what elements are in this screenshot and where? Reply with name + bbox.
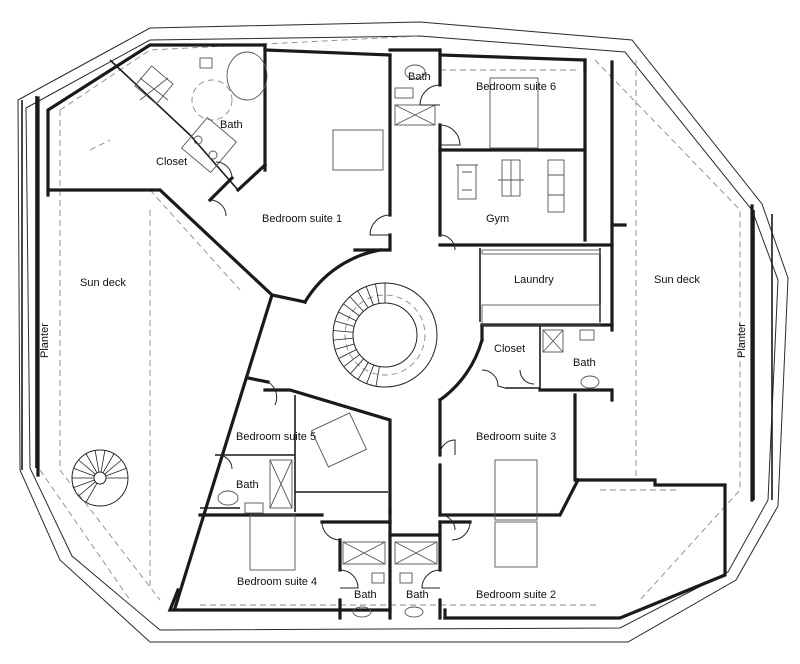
label-bedroom-suite-6: Bedroom suite 6	[476, 81, 556, 93]
label-sun-deck-right: Sun deck	[654, 274, 700, 286]
label-closet-suite-1: Closet	[156, 156, 187, 168]
label-bedroom-suite-3: Bedroom suite 3	[476, 431, 556, 443]
label-laundry: Laundry	[514, 274, 554, 286]
dashed-overhead-right	[200, 59, 741, 606]
label-bath-suite-3: Bath	[573, 357, 596, 369]
label-bath-suite-1: Bath	[220, 119, 243, 131]
label-closet-suite-3: Closet	[494, 343, 525, 355]
gym-equipment	[456, 159, 565, 213]
label-bedroom-suite-2: Bedroom suite 2	[476, 589, 556, 601]
label-bath-suite-5: Bath	[236, 479, 259, 491]
beds	[249, 77, 601, 571]
balcony-outline	[25, 35, 779, 631]
label-bath-suite-6: Bath	[408, 71, 431, 83]
label-bath-suite-2: Bath	[406, 589, 429, 601]
planter-right	[750, 204, 773, 502]
site-outline	[17, 21, 789, 643]
doors	[209, 84, 535, 589]
label-planter-right: Planter	[736, 323, 748, 358]
laundry-fixtures	[481, 249, 601, 255]
planter-left	[21, 96, 40, 477]
bath-fixtures	[134, 51, 600, 618]
interior-walls	[109, 48, 614, 620]
label-bath-suite-4: Bath	[354, 589, 377, 601]
label-planter-left: Planter	[39, 323, 51, 358]
label-bedroom-suite-1: Bedroom suite 1	[262, 213, 342, 225]
label-sun-deck-left: Sun deck	[80, 277, 126, 289]
spiral-staircase	[332, 282, 438, 388]
label-bedroom-suite-5: Bedroom suite 5	[236, 431, 316, 443]
label-gym: Gym	[486, 213, 509, 225]
room-labels: Bedroom suite 1 Bedroom suite 6 Bath Bat…	[39, 71, 748, 601]
label-bedroom-suite-4: Bedroom suite 4	[237, 576, 317, 588]
exterior-walls	[46, 43, 727, 620]
small-spiral-staircase	[71, 449, 129, 507]
